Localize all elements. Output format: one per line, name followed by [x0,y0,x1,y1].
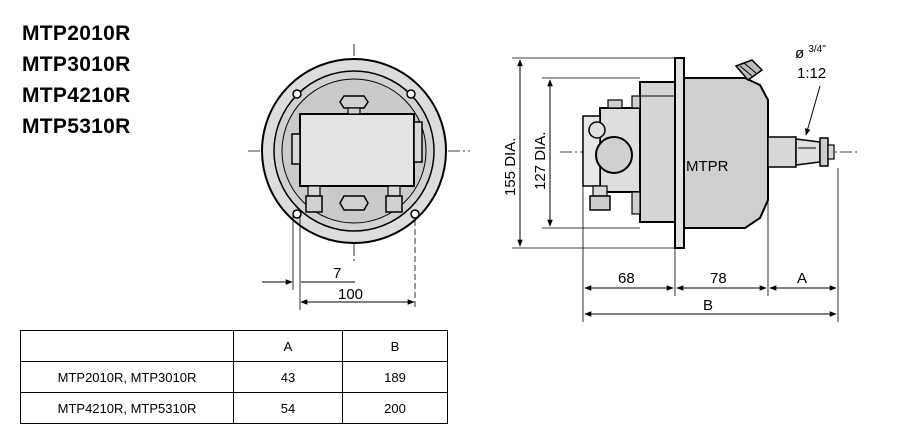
side-view: MTPR ø 3/4" 1:12 155 DIA. 127 DIA. 68 78 [502,44,860,322]
table-cell-model: MTP2010R, MTP3010R [20,361,234,393]
model-name: MTP4210R [22,84,131,107]
model-name: MTP3010R [22,53,131,76]
dim-155-dia-label: 155 DIA. [502,138,519,196]
model-list: MTP2010R MTP3010R MTP4210R MTP5310R [22,18,131,142]
table-cell-b: 189 [342,361,448,393]
table-header-row: A B [20,330,448,362]
table-cell-a: 43 [233,361,343,393]
table-header [20,330,234,362]
valve-block [299,113,415,187]
table-cell-b: 200 [342,392,448,424]
pump-body [683,77,769,229]
model-name: MTP2010R [22,22,131,45]
bolt-holes [292,89,420,219]
table-header: A [233,330,343,362]
dim-100-label: 100 [338,286,363,303]
taper-diameter-label: ø 3/4" [795,44,826,62]
model-name: MTP5310R [22,115,131,138]
dimension-table: A B MTP2010R, MTP3010R 43 189 MTP4210R, … [20,330,448,424]
front-view: 7 100 [248,44,470,310]
shaft [767,136,797,168]
dim-68-label: 68 [618,270,635,287]
taper-ratio-label: 1:12 [797,65,826,82]
mount-flange [674,57,685,249]
dim-b-label: B [703,297,713,314]
dim-7-label: 7 [333,265,341,282]
dim-a-label: A [797,270,807,287]
dim-78-label: 78 [710,270,727,287]
table-cell-model: MTP4210R, MTP5310R [20,392,234,424]
table-cell-a: 54 [233,392,343,424]
table-row: MTP4210R, MTP5310R 54 200 [20,392,448,424]
table-header: B [342,330,448,362]
table-row: MTP2010R, MTP3010R 43 189 [20,361,448,393]
body-label: MTPR [686,158,729,175]
dim-127-dia-label: 127 DIA. [532,132,549,190]
